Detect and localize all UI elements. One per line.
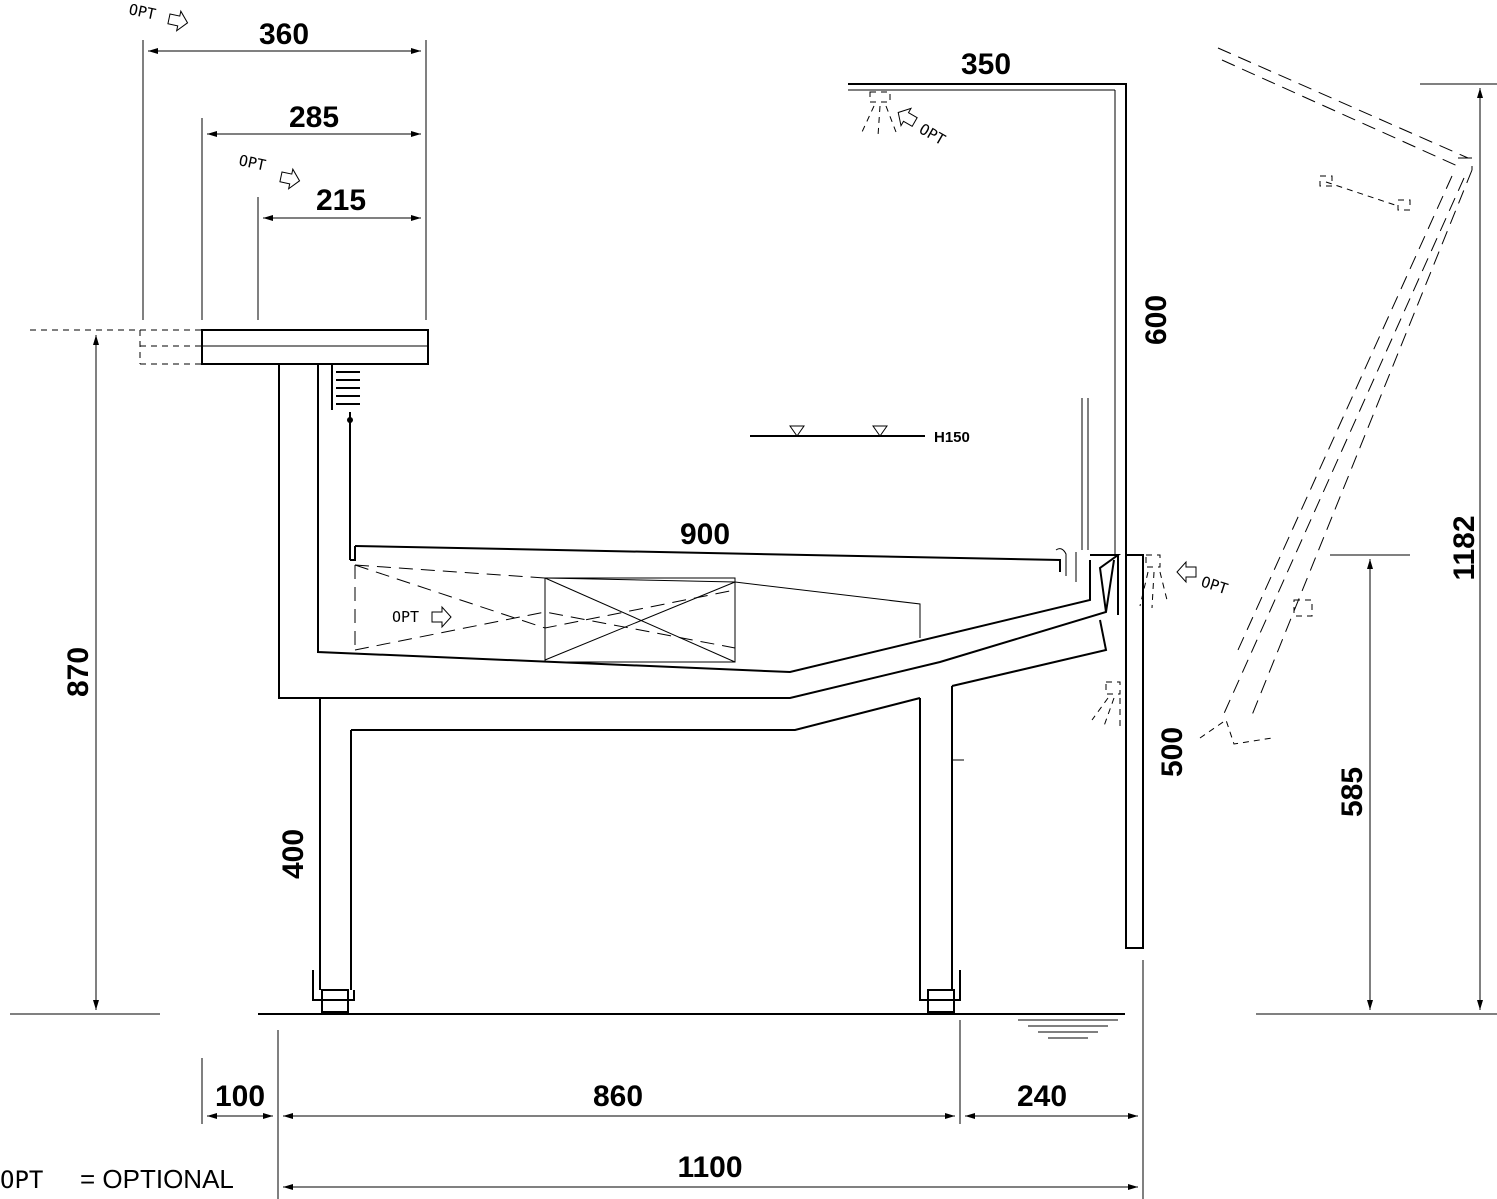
dim-h150: H150 xyxy=(934,429,970,446)
dim-lines-right xyxy=(1256,83,1497,1015)
opt-arrow-icon xyxy=(279,167,301,190)
dim-870: 870 xyxy=(62,647,95,697)
floor-line xyxy=(258,1013,1125,1039)
dim-lines-bottom xyxy=(201,960,1144,1199)
opt-arrow-icon xyxy=(897,107,918,128)
opt-arrow-icon xyxy=(431,605,452,629)
dim-240: 240 xyxy=(1017,1080,1067,1113)
opt-label-tray: OPT xyxy=(392,608,419,626)
dim-350: 350 xyxy=(961,48,1011,81)
dim-360: 360 xyxy=(259,18,309,51)
opt-label-top-mid: OPT xyxy=(237,151,267,174)
spring-icon xyxy=(331,364,360,560)
dim-900: 900 xyxy=(680,518,730,551)
dim-1182: 1182 xyxy=(1448,515,1481,580)
optional-sneeze-guard xyxy=(1199,47,1473,745)
top-shelf xyxy=(30,329,429,365)
dim-line-870 xyxy=(10,335,160,1015)
light-icon xyxy=(861,91,897,137)
h150-shelf-line xyxy=(750,425,925,437)
opt-label-canopy: OPT xyxy=(916,120,948,149)
opt-arrow-icon xyxy=(1176,560,1197,584)
legend-text: = OPTIONAL xyxy=(80,1164,234,1194)
opt-arrow-icon xyxy=(167,9,189,32)
dim-585: 585 xyxy=(1336,767,1369,817)
dim-100: 100 xyxy=(215,1080,265,1113)
front-panel xyxy=(1090,554,1169,949)
feet xyxy=(312,970,961,1013)
dim-860: 860 xyxy=(593,1080,643,1113)
display-tray xyxy=(350,545,1077,663)
opt-label-top-left: OPT xyxy=(127,0,157,23)
dim-500: 500 xyxy=(1156,727,1189,777)
dim-600: 600 xyxy=(1140,295,1173,345)
top-dimension-lines xyxy=(142,40,427,320)
canopy xyxy=(848,83,1127,555)
legend-abbr: OPT xyxy=(0,1166,43,1194)
dim-215: 215 xyxy=(316,184,366,217)
counter-frame xyxy=(278,364,1115,990)
opt-label-front: OPT xyxy=(1199,573,1230,598)
dim-400: 400 xyxy=(277,829,310,879)
dim-285: 285 xyxy=(289,101,339,134)
dim-1100: 1100 xyxy=(677,1151,742,1184)
